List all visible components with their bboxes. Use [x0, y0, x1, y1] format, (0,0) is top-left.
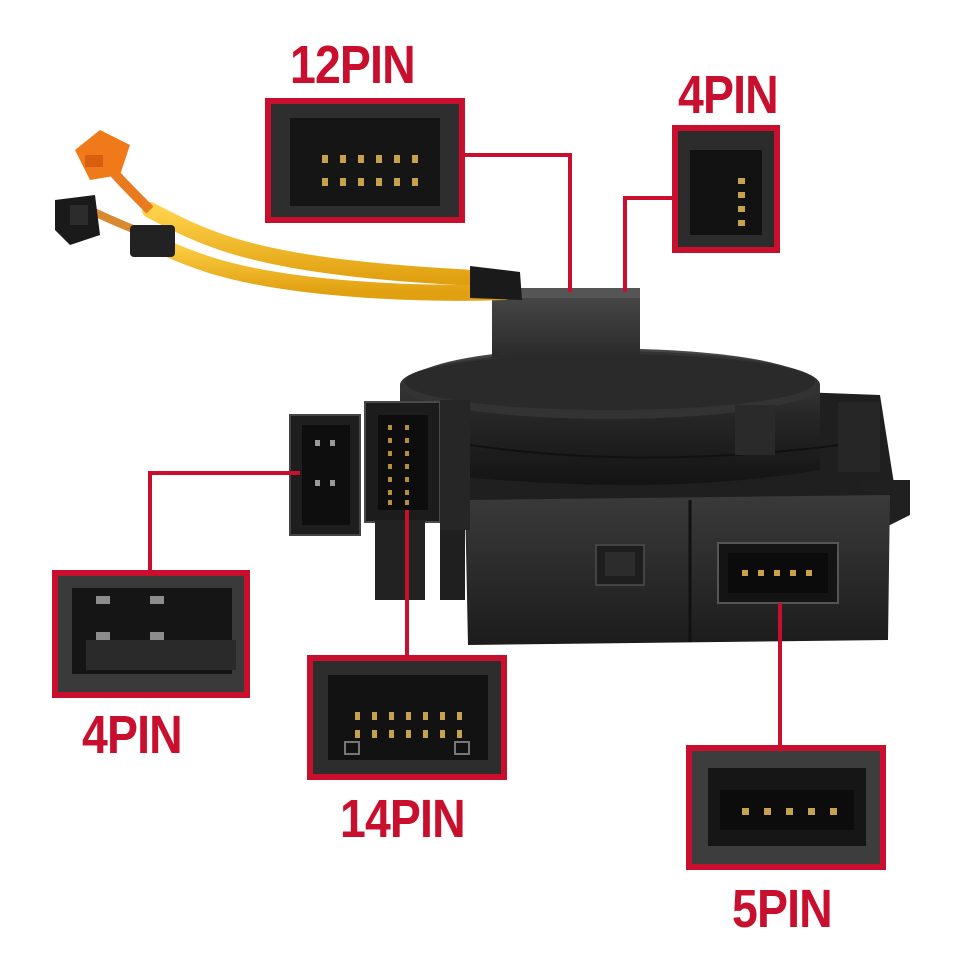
callout-5pin-closeup: [686, 745, 886, 870]
label-5pin: 5PIN: [732, 879, 833, 939]
label-4pin-top: 4PIN: [678, 65, 779, 125]
callout-14pin-closeup: [307, 655, 507, 780]
label-4pin-left: 4PIN: [82, 705, 183, 765]
clock-spring-body: [289, 288, 910, 645]
callout-12pin-closeup: [265, 98, 465, 223]
label-12pin: 12PIN: [290, 35, 416, 95]
callout-leader-lines: [148, 153, 782, 745]
black-pigtail-connector: [55, 195, 175, 257]
callout-4pin-left-closeup: [52, 570, 250, 698]
callout-4pin-top-closeup: [672, 125, 780, 253]
orange-pigtail-connector: [75, 130, 130, 180]
label-14pin: 14PIN: [340, 789, 466, 849]
